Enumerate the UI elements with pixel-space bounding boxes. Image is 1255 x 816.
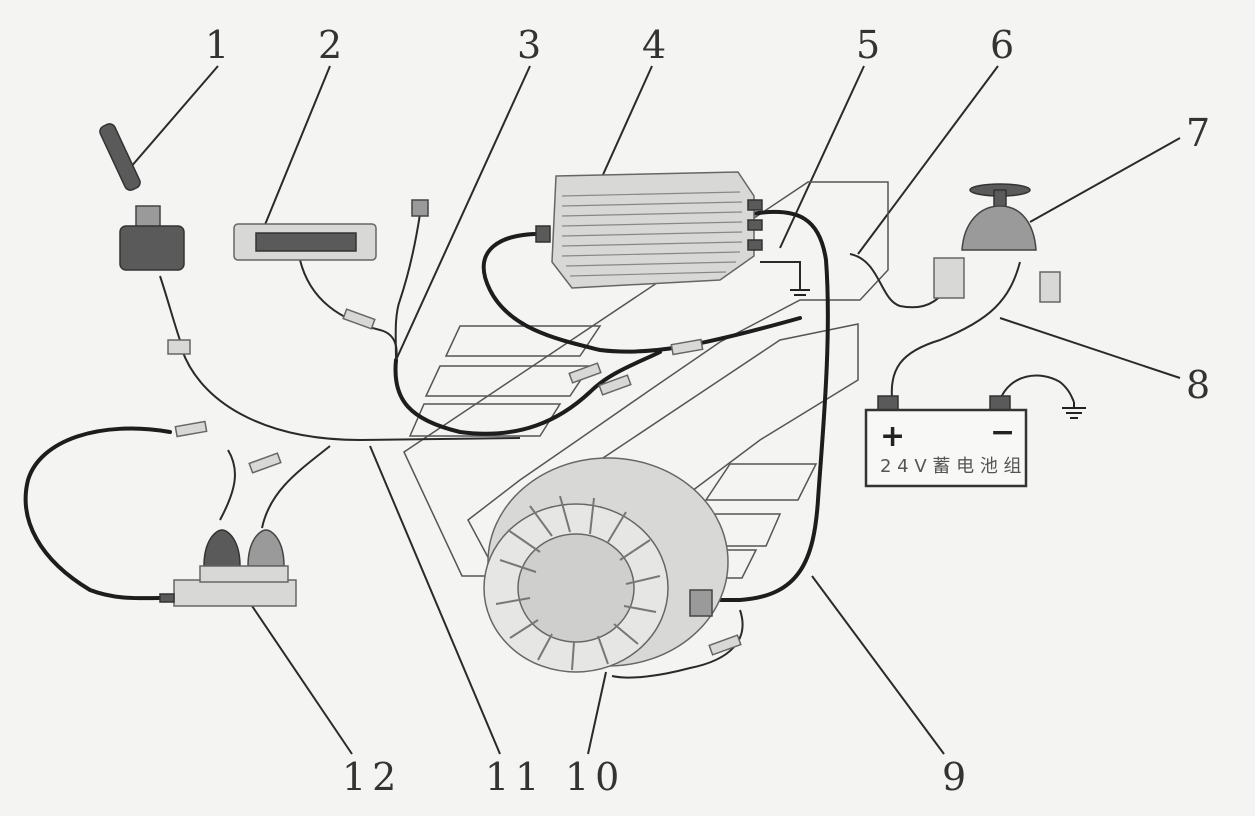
callout-2: 2 xyxy=(318,23,348,67)
wire-battery-neg xyxy=(999,374,1075,403)
controller-terminal-b xyxy=(747,219,763,231)
motor-vents xyxy=(495,495,661,671)
display-panel xyxy=(233,199,429,261)
battery-negative-label: − xyxy=(990,415,1015,450)
joystick-connector xyxy=(167,339,191,355)
callout-4: 4 xyxy=(642,23,672,67)
leader-1 xyxy=(129,65,219,169)
callout-10: 10 xyxy=(565,755,625,799)
battery-ground-symbol xyxy=(1062,402,1086,419)
leader-5 xyxy=(779,65,865,249)
wire-ground xyxy=(760,261,801,290)
leader-7 xyxy=(1029,137,1181,223)
throttle-handle xyxy=(99,123,141,191)
connector-f xyxy=(248,452,282,474)
outline-wedge-1 xyxy=(403,181,889,577)
leader-10 xyxy=(587,671,607,755)
brake-switch-b xyxy=(247,529,285,567)
connector-d xyxy=(670,338,704,356)
connector-g xyxy=(708,634,742,656)
leader-6 xyxy=(857,65,999,255)
wire-pedal-a xyxy=(219,449,236,521)
wire-main-loop xyxy=(393,350,662,436)
motor-controller xyxy=(535,171,810,296)
switch-terminal-right xyxy=(1039,271,1061,303)
controller-body xyxy=(551,171,755,289)
wiring-harness xyxy=(23,209,1075,679)
leader-11 xyxy=(369,445,501,755)
connector-e xyxy=(174,420,208,438)
key-connector xyxy=(411,199,429,217)
wire-loop-left xyxy=(23,426,172,601)
brake-switch-assembly xyxy=(159,529,297,607)
callout-9: 9 xyxy=(942,755,972,799)
leader-4 xyxy=(596,65,653,189)
motor-terminal-box xyxy=(689,589,713,617)
outline-bar-4 xyxy=(704,463,818,501)
motor-hub xyxy=(517,533,635,643)
harness-connectors xyxy=(174,308,742,656)
wire-pedal-b xyxy=(261,445,331,529)
display-screen xyxy=(255,232,357,252)
cable-end xyxy=(159,593,175,603)
callout-3: 3 xyxy=(517,23,547,67)
battery-label: 2 4 V 蓄 电 池 组 xyxy=(880,456,1022,477)
callout-7: 7 xyxy=(1186,111,1216,155)
controller-terminal-c xyxy=(747,239,763,251)
outline-bar-3 xyxy=(408,403,562,437)
leader-2 xyxy=(261,65,331,233)
callout-1: 1 xyxy=(205,23,235,67)
callout-11: 11 xyxy=(485,755,545,799)
throttle-joystick xyxy=(99,123,191,355)
switch-terminal-left xyxy=(933,257,965,299)
battery-positive-label: + xyxy=(880,419,905,454)
battery-case xyxy=(864,408,1028,488)
callout-12: 12 xyxy=(342,755,402,799)
ground-symbol xyxy=(790,289,810,296)
callout-8: 8 xyxy=(1186,363,1216,407)
leader-9 xyxy=(811,575,945,755)
leader-lines xyxy=(129,65,1181,755)
drive-motor xyxy=(483,457,729,673)
controller-fins xyxy=(561,191,743,277)
wire-battery-pos xyxy=(890,261,1021,399)
outline-bar-1 xyxy=(444,325,602,357)
callout-5: 5 xyxy=(856,23,886,67)
wire-key xyxy=(394,213,421,361)
throttle-base xyxy=(119,225,185,271)
leader-8 xyxy=(999,317,1181,379)
wire-joystick-harness xyxy=(181,349,521,442)
controller-terminal-a xyxy=(747,199,763,211)
brake-switch-base xyxy=(199,565,289,583)
emergency-switch xyxy=(933,183,1061,303)
switch-body xyxy=(961,205,1037,251)
wire-motor-power xyxy=(698,209,830,602)
leader-12 xyxy=(247,599,353,755)
leader-3 xyxy=(395,65,531,361)
brake-switch-a xyxy=(203,529,241,567)
connector-c xyxy=(598,374,632,396)
connector-a xyxy=(342,308,376,330)
wire-motor-sensor xyxy=(611,609,744,679)
outline-bar-2 xyxy=(424,365,592,397)
brake-bracket xyxy=(173,579,297,607)
battery-pack: + − 2 4 V 蓄 电 池 组 xyxy=(864,395,1086,488)
controller-connector xyxy=(535,225,551,243)
wire-joystick xyxy=(159,275,183,347)
connector-b xyxy=(568,362,602,384)
callout-6: 6 xyxy=(990,23,1020,67)
